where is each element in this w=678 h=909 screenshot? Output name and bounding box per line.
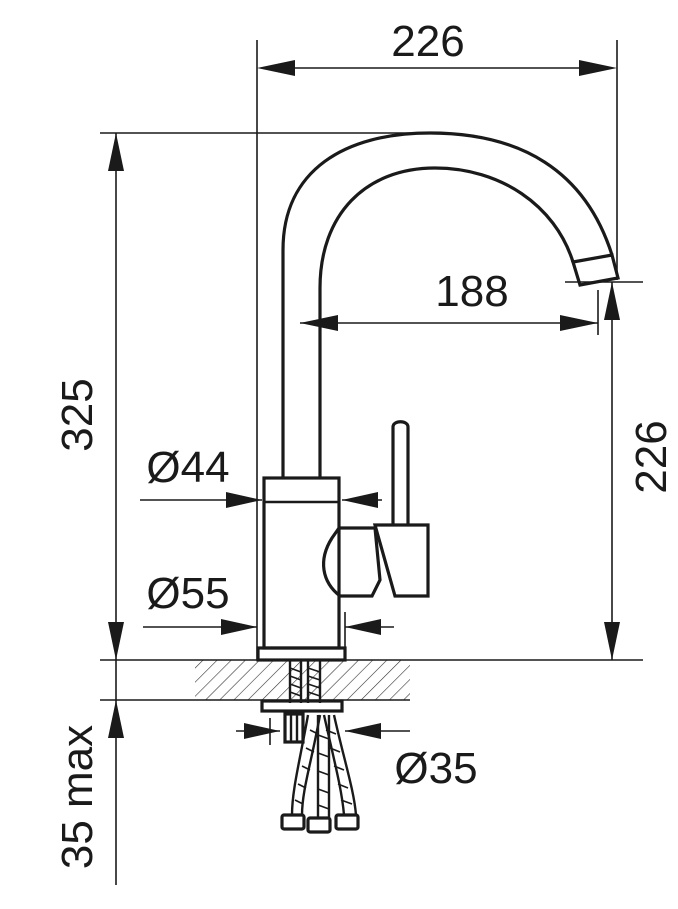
spout-tip <box>570 253 620 287</box>
dimension-label-countertop-thickness: 35 max <box>53 725 102 869</box>
base-ring <box>256 646 347 662</box>
lever-handle <box>372 523 430 598</box>
hose-connector-right <box>334 813 360 831</box>
dimension-label-total-height: 325 <box>53 378 102 451</box>
dimension-label-spout-height: 226 <box>627 420 676 493</box>
dimension-diameter-55: Ø55 <box>143 569 394 648</box>
dimension-label-diameter-35: Ø35 <box>394 744 477 793</box>
dimension-label-total-width: 226 <box>391 17 464 66</box>
lever-hub <box>322 526 382 598</box>
dimension-label-diameter-44: Ø44 <box>146 443 229 492</box>
flexible-hoses <box>280 714 360 834</box>
dimension-label-diameter-55: Ø55 <box>146 569 229 618</box>
lever-stick <box>391 420 410 525</box>
spout-inner <box>318 166 575 478</box>
hose-connector-left <box>280 813 306 831</box>
dimension-spout-height: 226 <box>565 281 676 660</box>
hose-connector-middle <box>306 816 332 834</box>
dimension-reach: 188 <box>300 267 599 335</box>
dimension-diameter-35: Ø35 <box>236 718 478 793</box>
dimension-countertop-thickness: 35 max <box>53 660 124 885</box>
fixing-plate <box>260 699 344 713</box>
faucet <box>256 131 620 834</box>
dimension-diameter-44: Ø44 <box>140 443 382 508</box>
countertop <box>100 659 643 701</box>
faucet-body <box>262 476 341 650</box>
fixing-nut <box>283 712 305 744</box>
countertop-hatching <box>195 660 410 700</box>
dimension-total-width: 226 <box>256 17 618 660</box>
dimension-total-height: 325 <box>53 132 430 660</box>
dimension-label-reach: 188 <box>435 267 508 316</box>
mounting-stud <box>288 660 322 703</box>
